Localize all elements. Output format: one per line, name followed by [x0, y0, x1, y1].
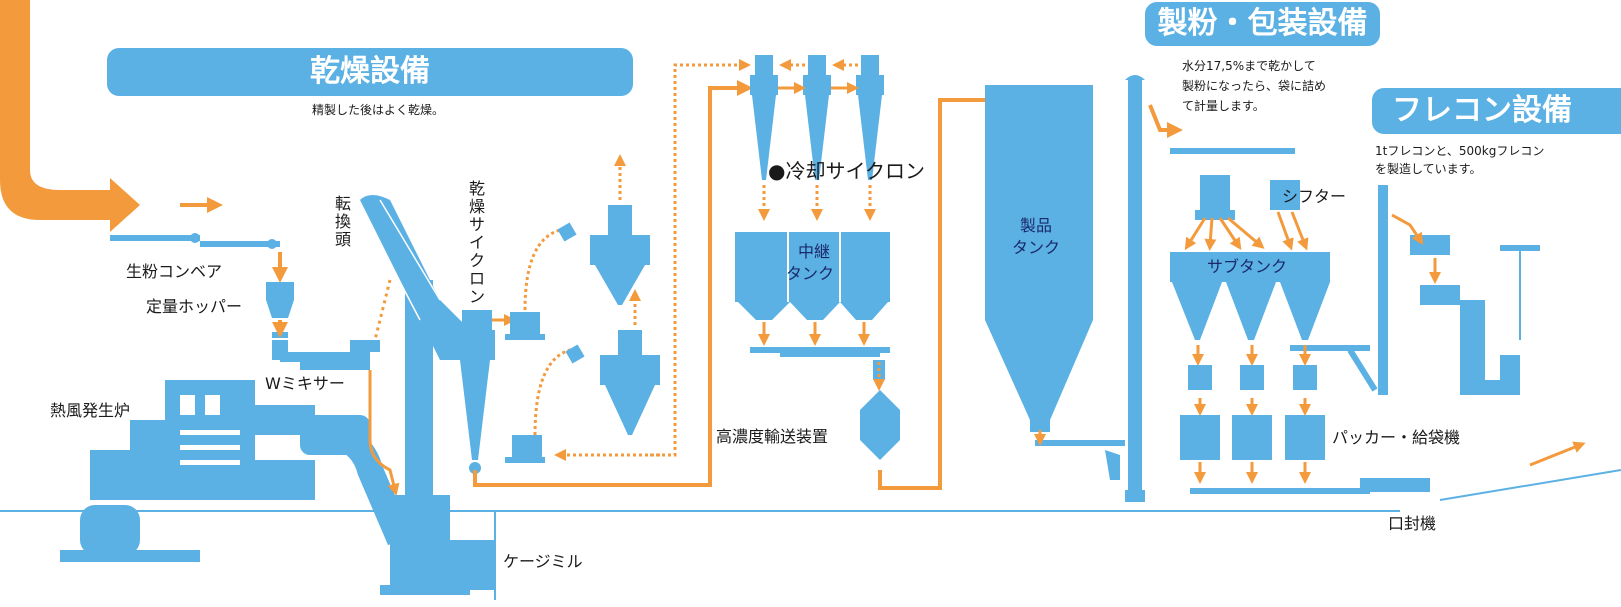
- turnhead-label: 転換頭: [334, 194, 351, 249]
- milling-desc-line-3: て計量します。: [1182, 99, 1265, 113]
- cooling-cyclones: [750, 55, 884, 180]
- drying-section-desc: 精製した後はよく乾燥。: [312, 103, 445, 117]
- cool-cyclone-label: ●冷却サイクロン: [768, 159, 926, 183]
- relay-tank-label-2: タンク: [786, 264, 835, 283]
- w-mixer: [280, 340, 380, 370]
- dry-cyclone-label: 乾燥サイクロン: [468, 179, 485, 306]
- packer-label: パッカー・給袋機: [1332, 428, 1461, 447]
- transport-label: 高濃度輸送装置: [716, 427, 829, 446]
- fan-units: [505, 312, 545, 463]
- bucket-elevator: [1125, 75, 1145, 502]
- relay-tanks: [735, 232, 890, 357]
- drying-cyclone: [455, 310, 495, 474]
- inflow-arrow: [0, 0, 140, 232]
- product-tank: [985, 85, 1125, 480]
- small-cyclones: [557, 205, 660, 435]
- sifter-label: シフター: [1282, 187, 1347, 206]
- milling-section-title: 製粉・包装設備: [1145, 2, 1380, 46]
- sifter: [1170, 148, 1300, 220]
- cage-mill: [380, 495, 495, 595]
- product-tank-label-1: 製品: [1020, 216, 1053, 235]
- relay-tank-label-1: 中継: [798, 242, 831, 261]
- product-tank-label-2: タンク: [1012, 238, 1061, 257]
- mixer-label: Wミキサー: [265, 374, 345, 393]
- raw-conveyor-label: 生粉コンベア: [126, 262, 223, 281]
- furnace-label: 熱風発生炉: [50, 401, 131, 420]
- flecon-desc-line-1: 1tフレコンと、500kgフレコン: [1375, 144, 1545, 158]
- milling-desc-line-2: 製粉になったら、袋に詰め: [1182, 79, 1327, 93]
- sealer-label: 口封機: [1388, 514, 1437, 533]
- turn-head: [360, 195, 470, 500]
- sub-tanks: [1170, 252, 1370, 351]
- flecon-desc-line-2: を製造しています。: [1375, 162, 1482, 176]
- milling-desc-line-1: 水分17,5%まで乾かして: [1182, 59, 1316, 73]
- raw-conveyor: [110, 233, 280, 249]
- packer-units: [1180, 365, 1430, 494]
- flecon-equipment: [1378, 185, 1540, 395]
- sub-tank-label: サブタンク: [1207, 257, 1288, 276]
- flecon-section-title: フレコン設備: [1372, 88, 1621, 134]
- hot-air-duct: [299, 417, 412, 546]
- drying-section-title: 乾燥設備: [107, 48, 633, 96]
- hopper-label: 定量ホッパー: [146, 297, 243, 316]
- cage-mill-label: ケージミル: [503, 552, 583, 571]
